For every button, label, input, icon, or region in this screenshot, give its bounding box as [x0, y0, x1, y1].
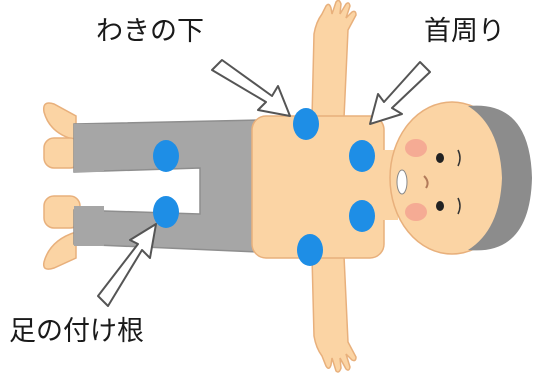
- cheek: [405, 203, 427, 221]
- feet: [42, 102, 81, 270]
- point-groin-lower: [153, 196, 179, 228]
- upper-arm: [311, 0, 357, 119]
- point-neck-lower: [349, 200, 375, 232]
- point-armpit-upper: [293, 108, 319, 140]
- arrow-armpit: [211, 59, 291, 117]
- lower-arm: [311, 255, 357, 373]
- label-armpit: わきの下: [96, 16, 204, 47]
- cooling-points: [153, 108, 375, 266]
- point-neck-upper: [349, 140, 375, 172]
- point-groin-upper: [153, 140, 179, 172]
- torso: [251, 115, 385, 259]
- eye: [436, 201, 444, 211]
- eye: [436, 153, 444, 163]
- pants: [73, 119, 259, 253]
- cheek: [405, 139, 427, 157]
- hair: [468, 105, 532, 251]
- mouth: [396, 169, 408, 195]
- point-armpit-lower: [297, 234, 323, 266]
- arrow-groin: [97, 223, 157, 307]
- arrow-neck: [369, 61, 431, 125]
- label-groin: 足の付け根: [9, 316, 144, 347]
- label-neck: 首周り: [424, 16, 505, 47]
- nose: [423, 175, 429, 189]
- head: [389, 101, 532, 255]
